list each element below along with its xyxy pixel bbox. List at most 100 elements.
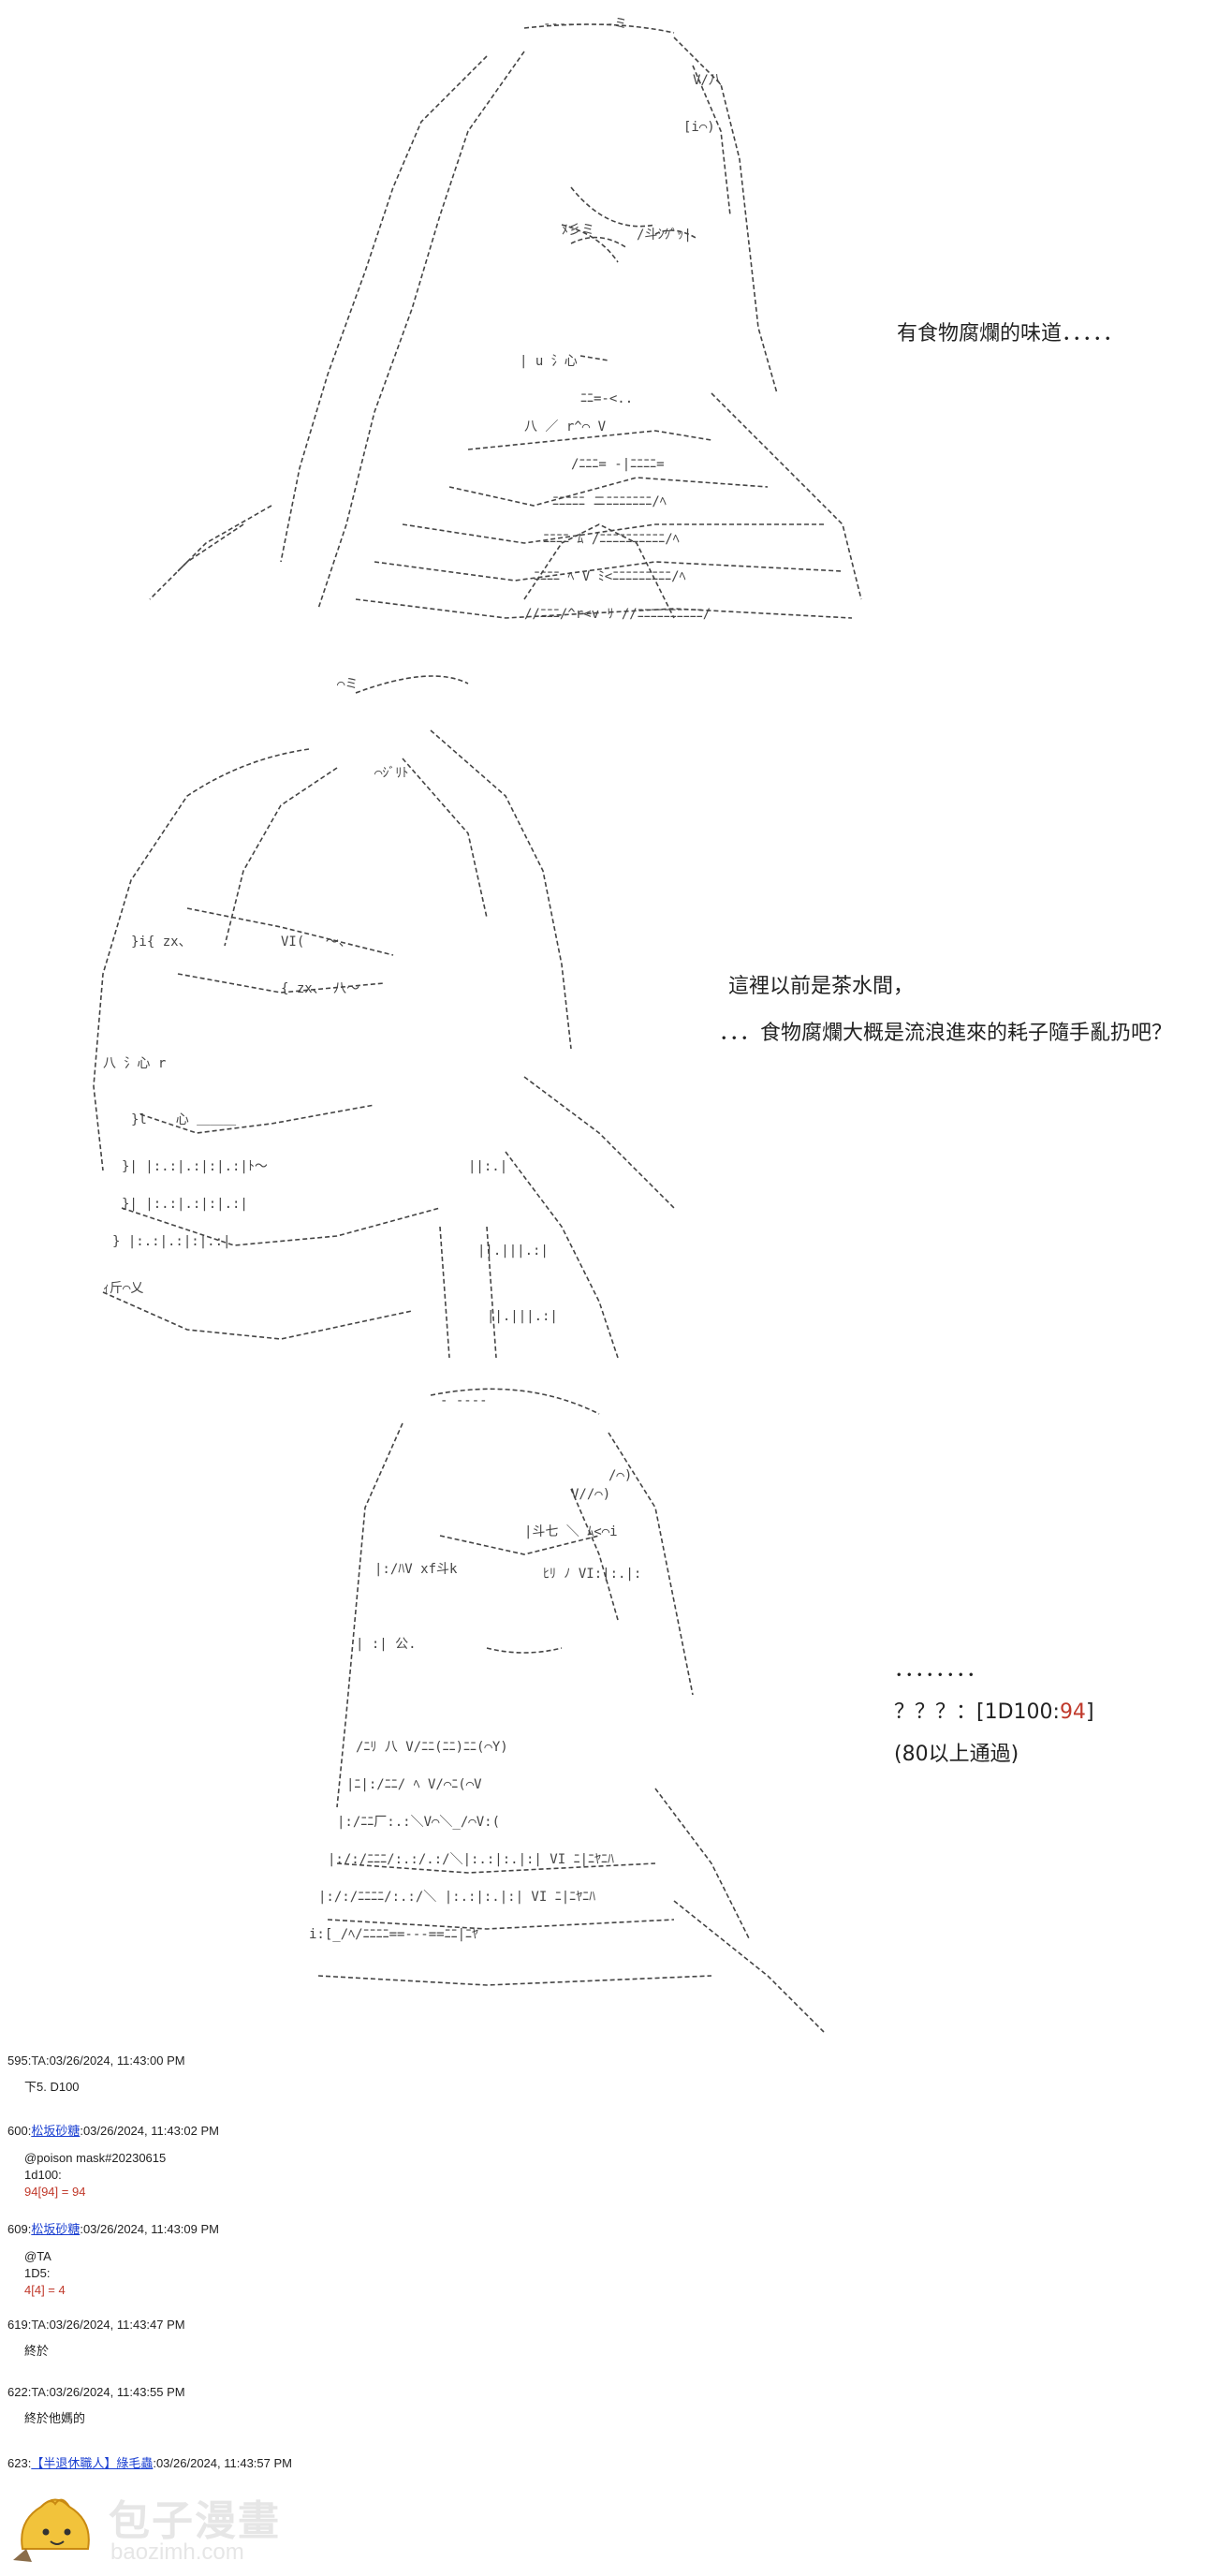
post-619: 619:TA:03/26/2024, 11:43:47 PM 終於 [7,2318,185,2360]
svg-text:VI( 〜、: VI( 〜、 [281,935,352,949]
post-line: 下5. D100 [24,2080,80,2094]
post-author-link[interactable]: 松坂砂糖 [31,2124,81,2138]
panel-1: -‐‐‐‐‐‐‐-ミ V/八 [i⌒) ﾒ彡ミ /斗ｼｸﾞｯ| | u 氵心 ﾆ… [0,0,1217,646]
post-line: 1d100: [24,2168,62,2182]
ascii-art-girl-2: ⌒ミ ⌒ｼﾞﾘﾄ }i{ zx、 VI( 〜、 { zx、 八〜 八 氵心 r … [93,675,675,1359]
svg-text:ｨ斤⌒乂: ｨ斤⌒乂 [103,1281,143,1296]
panel-1-caption: 有食物腐爛的味道．．．．． [897,322,1124,346]
post-line: 終於他媽的 [24,2411,86,2425]
post-number: 619: [7,2318,32,2332]
svg-text:/斗ｼｸﾞｯ|: /斗ｼｸﾞｯ| [637,228,692,243]
post-line: @TA [24,2249,51,2263]
post-600: 600:松坂砂糖:03/26/2024, 11:43:02 PM @poison… [7,2121,219,2201]
post-header: 622:TA:03/26/2024, 11:43:55 PM [7,2385,185,2399]
post-date: :03/26/2024, 11:43:09 PM [80,2222,219,2236]
post-number: 600: [7,2124,32,2138]
panel-2-caption-line-1: 這裡以前是茶水間， [728,975,915,998]
svg-text:|ﾆ|:/ﾆﾆ/ ﾍ V/⌒ﾆ(⌒V: |ﾆ|:/ﾆﾆ/ ﾍ V/⌒ﾆ(⌒V [346,1777,482,1792]
ascii-art-girl-1: -‐‐‐‐‐‐‐-ミ V/八 [i⌒) ﾒ彡ミ /斗ｼｸﾞｯ| | u 氵心 ﾆ… [149,17,862,622]
svg-text:ﾆﾆﾆﾆﾆ ニﾆﾆﾆﾆﾆﾆﾆ/ﾍ: ﾆﾆﾆﾆﾆ ニﾆﾆﾆﾆﾆﾆﾆ/ﾍ [552,494,667,509]
post-author-link[interactable]: 松坂砂糖 [31,2222,81,2236]
svg-text:| u 氵心: | u 氵心 [520,354,578,369]
dice-roll-result: 4[4] = 4 [24,2283,66,2297]
post-number: 622: [7,2385,32,2399]
svg-text:|斗七 ＼ ﾑ<⌒i: |斗七 ＼ ﾑ<⌒i [524,1524,618,1539]
post-body: 終於他媽的 [24,2410,185,2427]
watermark-domain: baozimh.com [110,2539,244,2565]
bun-mascot-icon [13,2498,90,2562]
svg-text:| :| 公.: | :| 公. [356,1637,417,1652]
svg-text:[i⌒): [i⌒) [683,120,715,135]
watermark-name: 包子漫畫 [109,2497,281,2545]
roll-suffix: ] [1085,1700,1094,1724]
post-date: :03/26/2024, 11:43:02 PM [80,2124,219,2138]
svg-text:ﾆﾆﾆﾆ ﾍ V ﾐ<ﾆﾆﾆﾆﾆﾆﾆﾆﾆ/ﾍ: ﾆﾆﾆﾆ ﾍ V ﾐ<ﾆﾆﾆﾆﾆﾆﾆﾆﾆ/ﾍ [534,569,686,584]
svg-text:⌒ｼﾞﾘﾄ: ⌒ｼﾞﾘﾄ [374,766,408,781]
post-line: 終於 [24,2344,50,2358]
svg-text:ﾋﾘ ﾉ VI:|:.|:: ﾋﾘ ﾉ VI:|:.|: [543,1567,641,1582]
roll-prefix: ？？？：[1D100: [894,1700,1060,1724]
svg-text:||:.|: ||:.| [468,1159,507,1174]
svg-text:V/八: V/八 [693,73,722,88]
post-date: :03/26/2024, 11:43:47 PM [45,2318,185,2332]
post-number: 623: [7,2456,32,2470]
panel-3-caption-dots: ．．．．．．．． [894,1658,988,1682]
svg-text:i:[_/ﾍ/ﾆﾆﾆﾆ==‐‐‐==ﾆﾆ|ﾆﾔ: i:[_/ﾍ/ﾆﾆﾆﾆ==‐‐‐==ﾆﾆ|ﾆﾔ [309,1927,478,1942]
svg-text:/⌒): /⌒) [608,1468,632,1483]
svg-text:ﾆﾆ=-<..: ﾆﾆ=-<.. [580,391,633,406]
svg-text:}| |:.:|.:|:|.:|: }| |:.:|.:|:|.:| [122,1197,248,1212]
dice-roll-result: 94[94] = 94 [24,2185,86,2199]
panel-3-caption-threshold: (80以上通過) [894,1743,1019,1766]
panel-3-caption-roll: ？？？：[1D100:94] [894,1695,1094,1725]
svg-text:}i{ zx、: }i{ zx、 [131,935,192,949]
post-header: 600:松坂砂糖:03/26/2024, 11:43:02 PM [7,2121,219,2139]
svg-text:V//⌒): V//⌒) [571,1487,610,1502]
post-date: :03/26/2024, 11:43:00 PM [45,2053,185,2068]
svg-text:{ zx、 八〜: { zx、 八〜 [281,981,359,996]
post-number: 595: [7,2053,32,2068]
svg-text:ﾆﾆﾆﾆ ﾑ /ﾆﾆﾆﾆﾆﾆﾆﾆﾆﾆ/ﾍ: ﾆﾆﾆﾆ ﾑ /ﾆﾆﾆﾆﾆﾆﾆﾆﾆﾆ/ﾍ [543,532,680,547]
post-595: 595:TA:03/26/2024, 11:43:00 PM 下5. D100 [7,2053,185,2096]
svg-text:||.|||.:|: ||.|||.:| [477,1244,549,1259]
post-author-link[interactable]: 【半退休職人】綠毛蟲 [31,2456,154,2470]
svg-text:八 ／ r^⌒ V: 八 ／ r^⌒ V [524,420,607,434]
post-header: 619:TA:03/26/2024, 11:43:47 PM [7,2318,185,2332]
svg-text:|:/ﾆﾆ厂:.:＼V⌒＼_/⌒V:(: |:/ﾆﾆ厂:.:＼V⌒＼_/⌒V:( [337,1815,500,1830]
post-609: 609:松坂砂糖:03/26/2024, 11:43:09 PM @TA 1D5… [7,2219,219,2299]
svg-text:八 氵心 r: 八 氵心 r [103,1056,166,1071]
post-author: TA [31,2318,46,2332]
post-header: 609:松坂砂糖:03/26/2024, 11:43:09 PM [7,2219,219,2237]
svg-text:|:/:/ﾆﾆﾆﾆ/:.:/＼ |:.:|:.|:| VI: |:/:/ﾆﾆﾆﾆ/:.:/＼ |:.:|:.|:| VI ﾆ|ﾆﾔﾆﾊ [318,1890,595,1905]
post-body: 下5. D100 [24,2079,185,2096]
post-date: :03/26/2024, 11:43:57 PM [153,2456,292,2470]
post-header: 595:TA:03/26/2024, 11:43:00 PM [7,2053,185,2068]
roll-result: 94 [1059,1700,1086,1724]
svg-text:|:/ﾊV xf斗k: |:/ﾊV xf斗k [374,1562,458,1577]
svg-text://ﾆﾆﾆ/^r<v ﾘ //ﾆﾆﾆﾆﾆﾆﾆﾆﾆﾆ/: //ﾆﾆﾆ/^r<v ﾘ //ﾆﾆﾆﾆﾆﾆﾆﾆﾆﾆ/ [524,607,711,622]
panel-2-caption-line-2: ．．．食物腐爛大概是流浪進來的耗子隨手亂扔吧？ [719,1022,1173,1045]
post-line: 1D5: [24,2266,51,2280]
post-line: @poison mask#20230615 [24,2151,167,2165]
post-number: 609: [7,2222,32,2236]
svg-text:/ﾆﾆﾆ= -|ﾆﾆﾆﾆ=: /ﾆﾆﾆ= -|ﾆﾆﾆﾆ= [571,457,665,472]
svg-text:}| |:.:|.:|:|.:|ﾄ〜: }| |:.:|.:|:|.:|ﾄ〜 [122,1159,268,1174]
svg-text:ﾒ彡ミ: ﾒ彡ミ [562,223,594,238]
panel-2: ⌒ミ ⌒ｼﾞﾘﾄ }i{ zx、 VI( 〜、 { zx、 八〜 八 氵心 r … [0,646,1217,1376]
post-header: 623:【半退休職人】綠毛蟲:03/26/2024, 11:43:57 PM [7,2453,292,2471]
ascii-art-girl-3: - ‐‐‐‐ /⌒) V//⌒) |斗七 ＼ ﾑ<⌒i |:/ﾊV xf斗k ﾋ… [309,1388,825,2033]
post-date: :03/26/2024, 11:43:55 PM [45,2385,185,2399]
svg-text:- ‐‐‐‐: - ‐‐‐‐ [440,1393,488,1408]
svg-text:⌒ミ: ⌒ミ [337,677,358,692]
post-623: 623:【半退休職人】綠毛蟲:03/26/2024, 11:43:57 PM [7,2453,292,2471]
panel-3: - ‐‐‐‐ /⌒) V//⌒) |斗七 ＼ ﾑ<⌒i |:/ﾊV xf斗k ﾋ… [0,1376,1217,2046]
svg-text:}l 心 ＿＿＿: }l 心 ＿＿＿ [131,1112,236,1127]
svg-text:||.|||.:|: ||.|||.:| [487,1309,558,1324]
site-watermark: 包子漫畫 baozimh.com [13,2483,294,2568]
post-author: TA [31,2385,46,2399]
svg-text:-‐‐‐‐‐‐‐-ミ: -‐‐‐‐‐‐‐-ミ [543,17,627,32]
svg-text:/ﾆﾘ 八 V/ﾆﾆ(ﾆﾆ)ﾆﾆ(⌒Y): /ﾆﾘ 八 V/ﾆﾆ(ﾆﾆ)ﾆﾆ(⌒Y) [356,1740,508,1755]
post-622: 622:TA:03/26/2024, 11:43:55 PM 終於他媽的 [7,2385,185,2427]
post-body: @poison mask#20230615 1d100: 94[94] = 94 [24,2150,219,2201]
post-body: @TA 1D5: 4[4] = 4 [24,2248,219,2299]
post-body: 終於 [24,2343,185,2360]
